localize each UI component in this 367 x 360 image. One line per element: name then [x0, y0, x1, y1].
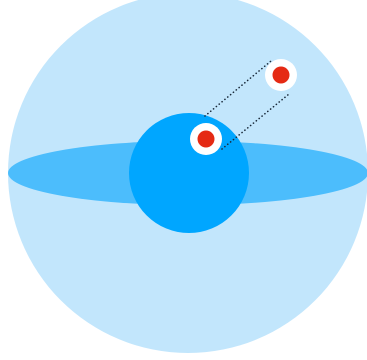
- central-core: [129, 113, 249, 233]
- inner-marker-dot: [198, 131, 215, 148]
- outer-marker-dot: [273, 67, 290, 84]
- outer-marker: [265, 59, 297, 91]
- inner-marker: [190, 123, 222, 155]
